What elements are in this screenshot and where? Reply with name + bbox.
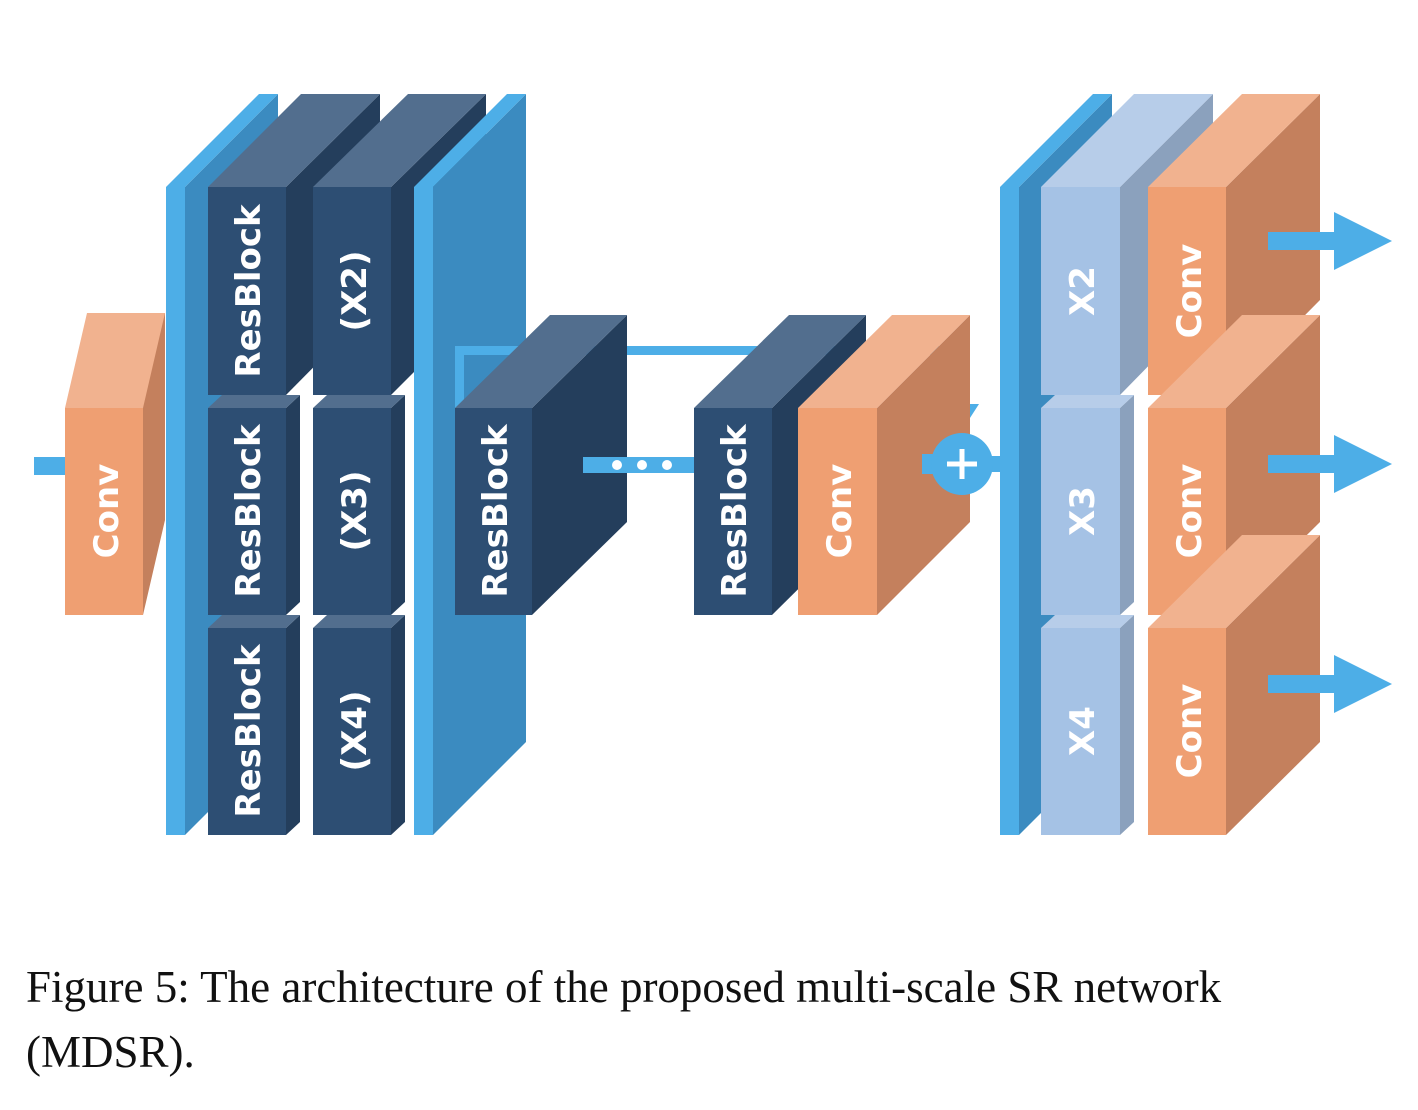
pre-resblock-2-label: ResBlock	[229, 423, 269, 598]
body-resblock-first-label: ResBlock	[476, 423, 516, 598]
output-conv-x3-label: Conv	[1170, 464, 1210, 559]
pre-resblock-2: ResBlock	[208, 395, 300, 615]
upsample-x3: X3	[1041, 395, 1134, 615]
pre-resblock-1-label: ResBlock	[229, 203, 269, 378]
pre-resblock-3: ResBlock	[208, 615, 300, 835]
upsample-x3-label: X3	[1063, 486, 1103, 536]
pre-scale-x4: (X4)	[313, 615, 405, 835]
pre-resblock-3-label: ResBlock	[229, 643, 269, 818]
figure-caption: Figure 5: The architecture of the propos…	[26, 962, 1222, 1077]
ellipsis-connector	[583, 457, 695, 473]
input-line	[34, 457, 66, 475]
mdsr-architecture-diagram: Conv ResBlock (X2) ResBlock	[34, 94, 1392, 835]
upsample-x4: X4	[1041, 615, 1134, 835]
upsample-x2-label: X2	[1063, 266, 1103, 316]
input-conv-label: Conv	[87, 464, 127, 559]
output-arrow-x4	[1268, 655, 1392, 713]
input-conv-block: Conv	[65, 313, 165, 615]
upsample-x4-label: X4	[1063, 706, 1103, 756]
elementwise-sum-node	[922, 433, 1005, 495]
preprocess-module: ResBlock (X2) ResBlock (X3) ResBlock	[208, 94, 486, 835]
output-arrow-x3	[1268, 435, 1392, 493]
pre-scale-x3: (X3)	[313, 395, 405, 615]
pre-scale-x3-label: (X3)	[335, 471, 375, 552]
pre-scale-x2-label: (X2)	[335, 251, 375, 332]
body-resblock-last-label: ResBlock	[715, 423, 755, 598]
output-arrow-x2	[1268, 212, 1392, 270]
output-conv-x4-label: Conv	[1170, 684, 1210, 779]
body-conv-label: Conv	[820, 464, 860, 559]
output-conv-x2-label: Conv	[1170, 244, 1210, 339]
pre-scale-x4-label: (X4)	[335, 691, 375, 772]
body-resblock-first: ResBlock	[455, 315, 627, 615]
